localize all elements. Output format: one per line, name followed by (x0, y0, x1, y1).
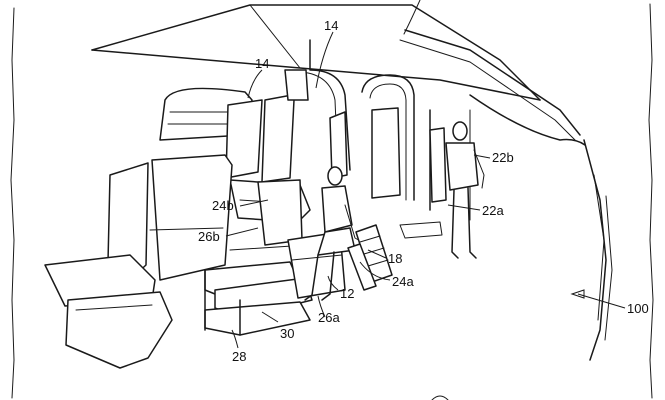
floor-curve (431, 395, 449, 400)
label-30: 30 (280, 326, 294, 341)
label-26b: 26b (198, 229, 220, 244)
label-14-left: 14 (255, 56, 269, 71)
frame-left-edge (10, 7, 15, 399)
ladder-18 (347, 224, 393, 291)
label-22a: 22a (482, 203, 504, 218)
label-26a: 26a (318, 310, 340, 325)
label-14-right: 14 (324, 18, 338, 33)
reference-labels: 14 14 22b 22a 24b 26b 18 24a 12 26a 100 … (198, 18, 649, 364)
label-28: 28 (232, 349, 246, 364)
standing-passenger (445, 121, 485, 259)
step-structure (204, 245, 313, 336)
cabin-partitions (301, 39, 613, 361)
label-22b: 22b (492, 150, 514, 165)
label-24a: 24a (392, 274, 414, 289)
leader-lines (225, 31, 626, 349)
label-12: 12 (340, 286, 354, 301)
label-18: 18 (388, 251, 402, 266)
cabin-ceiling (91, 0, 586, 146)
label-100: 100 (627, 301, 649, 316)
label-24b: 24b (212, 198, 234, 213)
frame-right-edge (648, 3, 654, 399)
front-left-seat (44, 154, 233, 369)
seated-passenger (304, 166, 363, 301)
rear-seat-row (159, 69, 447, 239)
